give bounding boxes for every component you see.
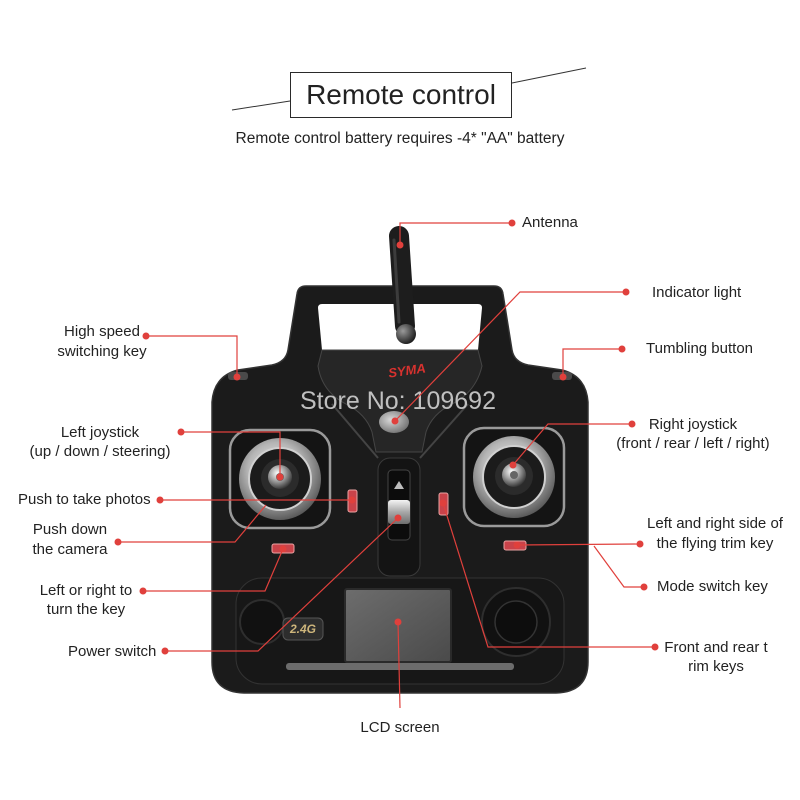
label-push-to-take-photos: Push to take photos <box>18 491 151 508</box>
antenna-base <box>396 324 416 344</box>
label-left-joystick-line-2: (up / down / steering) <box>29 443 171 460</box>
label-side-trim-line-2: the flying trim key <box>656 535 774 552</box>
label-turn-key-line-1: Left or right to <box>39 582 133 599</box>
callout-dot-right-joystick-target <box>509 461 517 469</box>
callout-dot-tumbling-label <box>618 345 626 353</box>
right-round-pad-inner <box>494 600 538 644</box>
left-round-button <box>239 599 285 645</box>
callout-dot-side-trim-target <box>513 541 521 549</box>
callout-dot-power-switch-label <box>161 647 169 655</box>
callout-dot-push-photos-label <box>156 496 164 504</box>
top-panel <box>317 349 483 453</box>
callout-dot-front-rear-label <box>651 643 659 651</box>
callout-dot-left-joystick-label <box>177 428 185 436</box>
callout-line-indicator-light <box>394 291 626 422</box>
antenna-rod <box>389 226 415 336</box>
callout-dot-mode-switch-label <box>640 583 648 591</box>
label-right-joystick-line-2: (front / rear / left / right) <box>616 435 770 452</box>
frequency-badge-label: 2.4G <box>289 622 316 636</box>
label-left-joystick: Left joystick (up / down / steering) <box>20 423 180 461</box>
label-turn-key-line-2: turn the key <box>46 601 126 618</box>
callout-dot-power-switch-target <box>394 514 402 522</box>
callout-dot-high-speed-target <box>233 373 241 381</box>
callout-dot-right-joystick-label <box>628 420 636 428</box>
panel-edge-left <box>331 403 379 459</box>
store-watermark: Store No: 109692 <box>300 387 496 415</box>
callout-line-lcd <box>397 621 401 709</box>
callout-dot-indicator-target <box>391 417 399 425</box>
frequency-badge <box>282 617 324 641</box>
callout-line-side-trim <box>516 543 641 546</box>
callout-line-left-joystick <box>181 431 281 477</box>
callout-line-right-joystick <box>512 423 632 466</box>
callout-dot-indicator-label <box>622 288 630 296</box>
callout-dot-tumbling-target <box>559 373 567 381</box>
callout-line-front-rear-trim <box>442 502 655 648</box>
callout-line-high-speed-key <box>146 335 238 377</box>
callout-line-power-switch <box>165 517 399 652</box>
label-high-speed-switching-key: High speed switching key <box>42 322 162 362</box>
callout-dot-antenna-target <box>396 241 404 249</box>
label-right-joystick: Right joystick (front / rear / left / ri… <box>600 415 786 453</box>
callout-line-antenna <box>399 222 512 245</box>
brand-logo: SYMA <box>387 360 426 380</box>
label-right-joystick-line-1: Right joystick <box>648 416 738 433</box>
callout-dot-lcd-target <box>394 618 402 626</box>
right-joystick <box>462 426 566 528</box>
right-joystick-center <box>510 471 518 479</box>
label-front-rear-line-2: rim keys <box>688 658 744 675</box>
bottom-strip <box>286 663 514 670</box>
title-decor-line-right <box>511 67 587 84</box>
battery-note: Remote control battery requires -4* "AA"… <box>235 130 565 147</box>
callout-dot-turn-key-target <box>279 545 287 553</box>
callout-dot-push-photos-target <box>348 496 356 504</box>
callout-dot-left-joystick-target <box>276 473 284 481</box>
label-push-down-line-2: the camera <box>32 541 108 558</box>
label-push-down-line-1: Push down <box>32 521 108 538</box>
label-indicator-light: Indicator light <box>652 284 742 301</box>
callout-lines <box>118 222 655 709</box>
label-mode-switch-key: Mode switch key <box>657 578 768 595</box>
label-turn-key: Left or right to turn the key <box>30 581 142 619</box>
label-push-down-camera: Push down the camera <box>20 520 120 560</box>
label-antenna: Antenna <box>522 214 578 231</box>
callout-line-push-camera <box>118 504 267 543</box>
label-power-switch: Power switch <box>68 643 157 660</box>
callout-dot-high-speed-label <box>142 332 150 340</box>
callout-dot-push-camera-label <box>114 538 122 546</box>
label-lcd-screen: LCD screen <box>360 719 440 736</box>
page-title: Remote control <box>290 72 512 118</box>
label-side-trim-line-1: Left and right side of <box>647 515 783 532</box>
panel-edge-right <box>419 403 469 459</box>
callout-dot-antenna-label <box>508 219 516 227</box>
antenna-highlight <box>392 238 401 324</box>
label-left-joystick-line-1: Left joystick <box>60 424 140 441</box>
callout-line-mode-switch <box>593 545 644 588</box>
callout-dot-front-rear-target <box>439 499 447 507</box>
label-high-speed-line-1: High speed <box>64 323 140 340</box>
label-tumbling-button: Tumbling button <box>646 340 754 357</box>
label-high-speed-line-2: switching key <box>57 343 147 360</box>
callout-dot-turn-key-label <box>139 587 147 595</box>
label-front-rear-line-1: Front and rear t <box>664 639 768 656</box>
up-arrow-icon <box>394 481 404 489</box>
title-decor-line-left <box>231 100 291 111</box>
label-front-rear-trim-keys: Front and rear t rim keys <box>660 638 772 676</box>
callout-dot-side-trim-label <box>636 540 644 548</box>
power-switch-knob <box>388 500 410 524</box>
label-side-trim-keys: Left and right side of the flying trim k… <box>640 514 790 554</box>
callout-line-turn-key <box>143 548 284 592</box>
antenna <box>389 226 416 344</box>
callout-dots <box>114 219 659 655</box>
callout-line-tumbling-button <box>562 348 622 377</box>
